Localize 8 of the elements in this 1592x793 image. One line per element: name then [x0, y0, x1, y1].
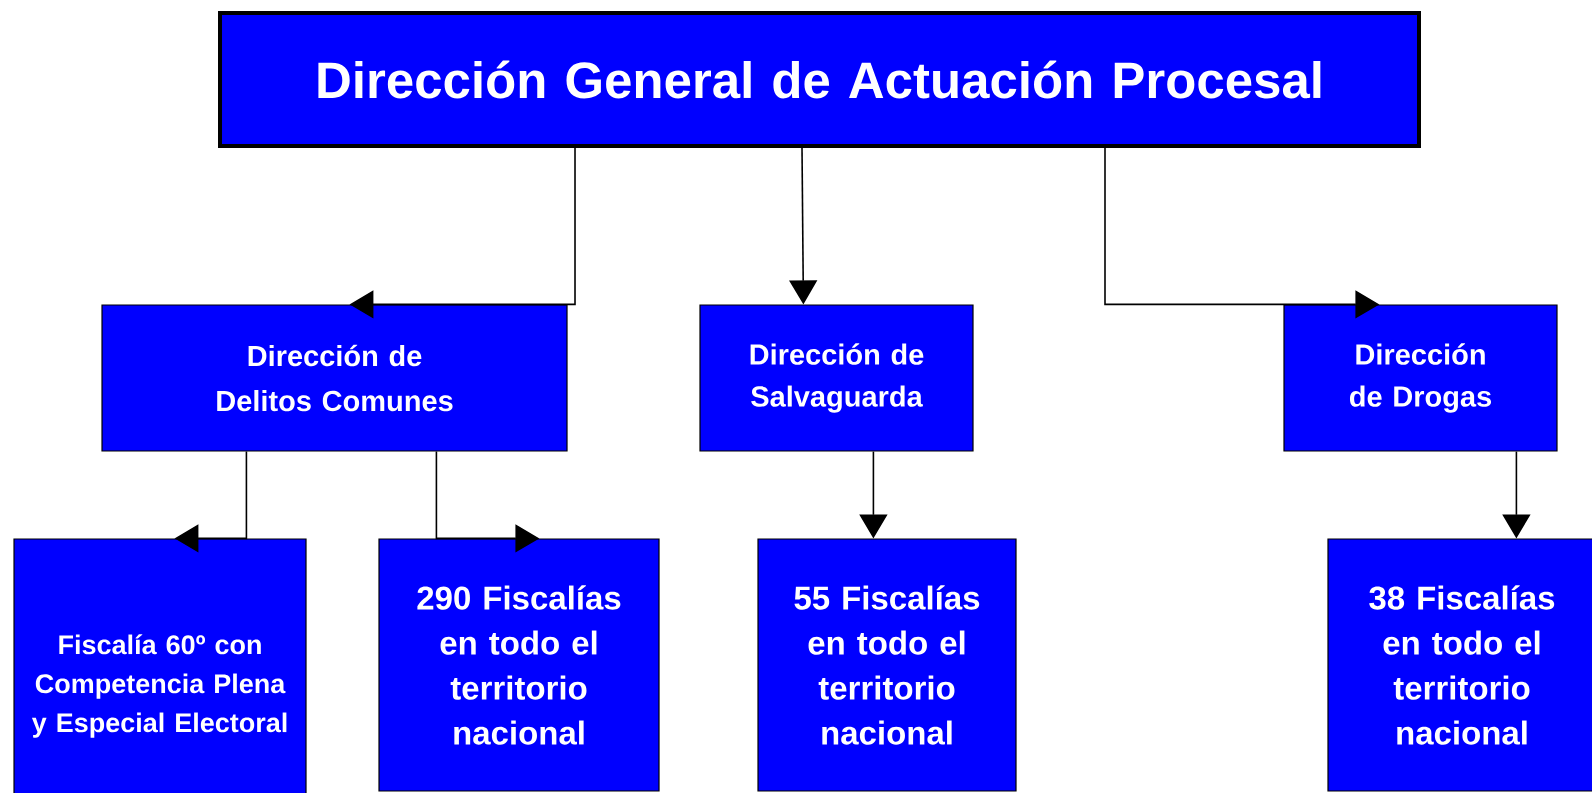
office-box: Fiscalía 60º con Competencia Plena y Especial Electoral	[13, 538, 307, 793]
department-box: Dirección de Salvaguarda	[699, 304, 974, 452]
office-box: 290 Fiscalías en todo el territorio nacional	[378, 538, 660, 792]
office-box: 38 Fiscalías en todo el territorio nacional	[1327, 538, 1592, 792]
office-box: 55 Fiscalías en todo el territorio nacional	[757, 538, 1017, 792]
department-box: Dirección de Drogas	[1283, 304, 1558, 452]
title-box: Dirección General de Actuación Procesal	[218, 11, 1421, 148]
department-box: Dirección de Delitos Comunes	[101, 304, 568, 452]
